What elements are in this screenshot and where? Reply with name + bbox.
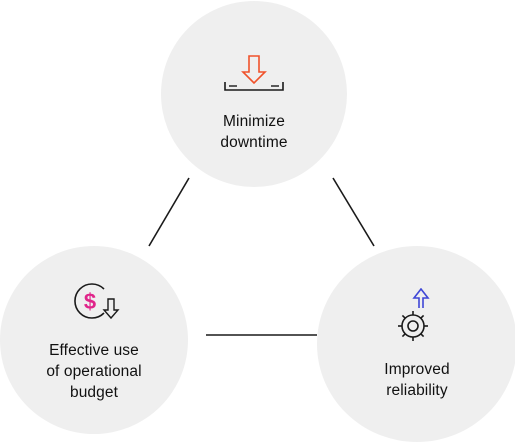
- connector-top-left: [148, 177, 190, 247]
- connector-top-right: [332, 177, 375, 247]
- gear-arrow-up-icon: [393, 287, 441, 349]
- svg-text:$: $: [84, 289, 96, 314]
- dollar-circle-down-icon: $: [64, 277, 124, 330]
- download-tray-icon: [223, 52, 285, 101]
- node-label-right: Improved reliability: [384, 360, 450, 399]
- node-label-left: Effective use of operational budget: [46, 342, 142, 401]
- node-minimize-downtime: Minimize downtime: [161, 1, 347, 187]
- node-label-top: Minimize downtime: [220, 112, 288, 151]
- node-operational-budget: $ Effective use of operational budget: [0, 246, 188, 434]
- node-improved-reliability: Improved reliability: [317, 246, 515, 442]
